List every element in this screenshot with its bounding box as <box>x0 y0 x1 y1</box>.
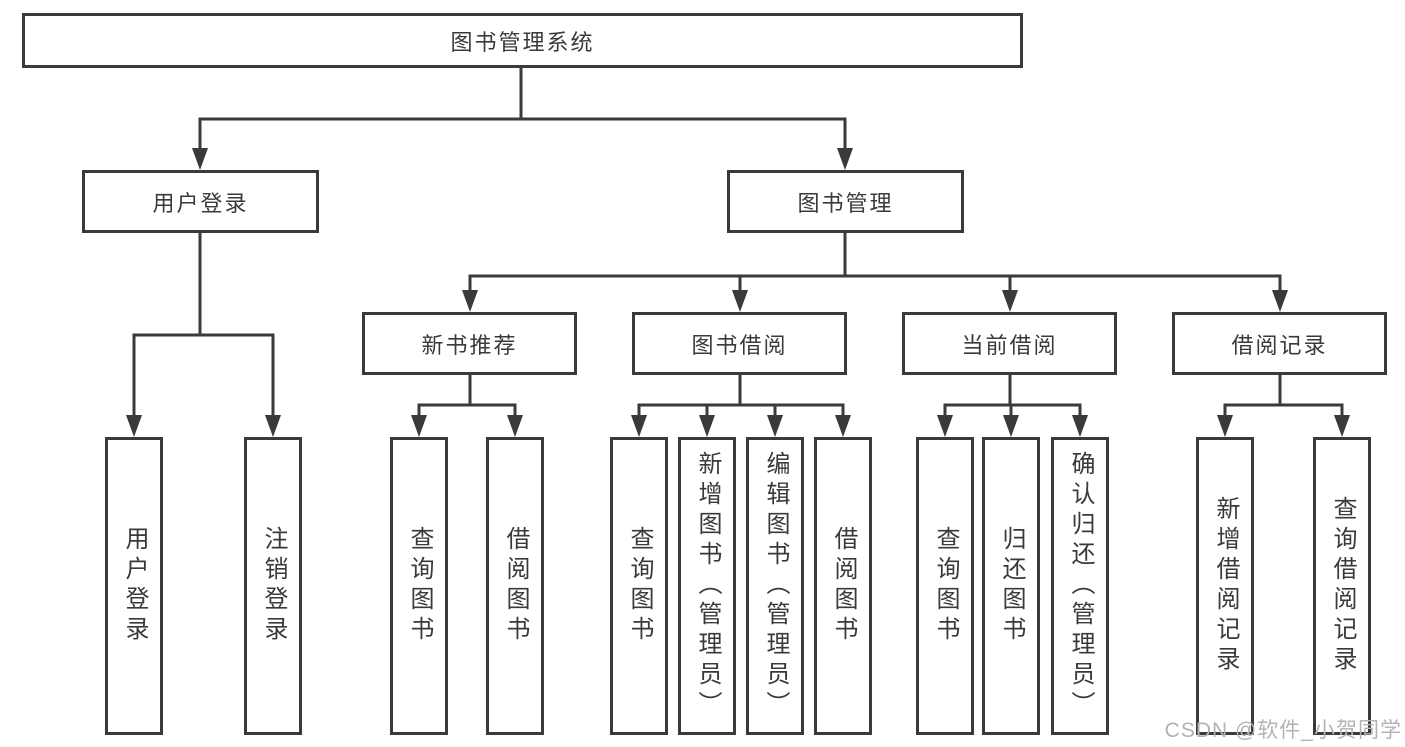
node-label: 归还图书 <box>998 526 1025 646</box>
node-query-books-recommend: 查询图书 <box>390 437 448 735</box>
node-label: 查询图书 <box>626 526 653 646</box>
node-logout: 注销登录 <box>244 437 302 735</box>
connector-user-login-children <box>126 231 281 437</box>
node-book-management: 图书管理 <box>727 170 964 233</box>
node-label: 查询借阅记录 <box>1329 496 1356 676</box>
node-borrow-records: 借阅记录 <box>1172 312 1387 375</box>
node-label: 新增图书（管理员） <box>694 451 721 721</box>
node-add-books-admin: 新增图书（管理员） <box>678 437 736 735</box>
node-new-book-recommend: 新书推荐 <box>362 312 577 375</box>
connector-book-management-to-level3 <box>462 231 1288 312</box>
node-label: 注销登录 <box>260 526 287 646</box>
node-label: 借阅图书 <box>830 526 857 646</box>
node-edit-books-admin: 编辑图书（管理员） <box>746 437 804 735</box>
node-label: 查询图书 <box>932 526 959 646</box>
node-book-borrow: 图书借阅 <box>632 312 847 375</box>
node-user-login-action: 用户登录 <box>105 437 163 735</box>
node-query-borrow-record: 查询借阅记录 <box>1313 437 1371 735</box>
node-borrow-books-action: 借阅图书 <box>814 437 872 735</box>
node-current-borrow: 当前借阅 <box>902 312 1117 375</box>
node-return-books: 归还图书 <box>982 437 1040 735</box>
node-add-borrow-record: 新增借阅记录 <box>1196 437 1254 735</box>
connector-current-borrow-children <box>937 373 1088 437</box>
node-library-management-system: 图书管理系统 <box>22 13 1023 68</box>
node-confirm-return-admin: 确认归还（管理员） <box>1051 437 1109 735</box>
node-label: 新增借阅记录 <box>1212 496 1239 676</box>
node-user-login: 用户登录 <box>82 170 319 233</box>
node-label: 确认归还（管理员） <box>1067 451 1094 721</box>
connector-new-book-recommend-children <box>411 373 523 437</box>
node-label: 查询图书 <box>406 526 433 646</box>
connector-borrow-records-children <box>1217 373 1350 437</box>
node-label: 借阅图书 <box>502 526 529 646</box>
node-query-books-current: 查询图书 <box>916 437 974 735</box>
node-label: 用户登录 <box>121 526 148 646</box>
node-borrow-books-recommend: 借阅图书 <box>486 437 544 735</box>
csdn-watermark: CSDN @软件_小贺同学 <box>1164 719 1402 742</box>
node-label: 编辑图书（管理员） <box>762 451 789 721</box>
connector-book-borrow-children <box>631 373 851 437</box>
connector-root-to-level2 <box>192 66 853 170</box>
node-query-books-borrow: 查询图书 <box>610 437 668 735</box>
